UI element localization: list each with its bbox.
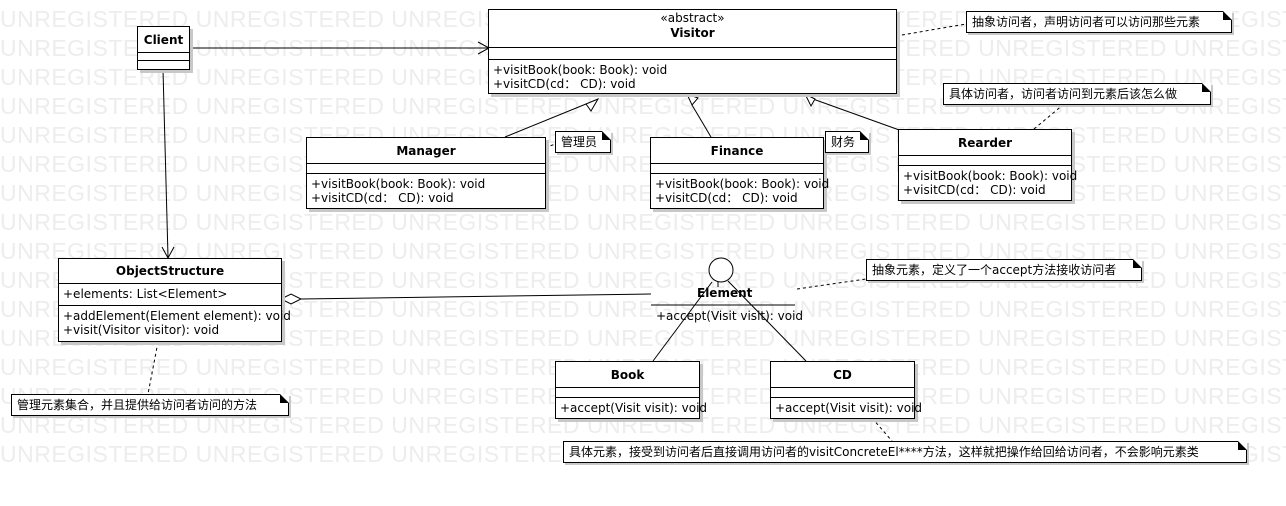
note-anchor-abstract-element xyxy=(796,278,867,290)
class-visitor[interactable]: «abstract» Visitor +visitBook(book: Book… xyxy=(488,9,897,94)
operation: +addElement(Element element): void xyxy=(63,309,291,323)
note-abstract-visitor[interactable]: 抽象访问者，声明访问者可以访问那些元素 xyxy=(966,11,1232,33)
note-anchor-objectstructure xyxy=(147,341,159,395)
operation: +accept(Visit visit): void xyxy=(775,401,923,415)
operation: +accept(Visit visit): void xyxy=(560,401,708,415)
operation: +visitBook(book: Book): void xyxy=(903,169,1078,183)
operation: +visitCD(cd： CD): void xyxy=(655,191,798,205)
operation: +visitCD(cd： CD): void xyxy=(903,183,1046,197)
class-client[interactable]: Client xyxy=(137,26,190,70)
generalization-triangle xyxy=(803,92,816,108)
note-anchor-concrete-element xyxy=(871,417,893,442)
class-name: Book xyxy=(610,368,645,382)
note-concrete-element[interactable]: 具体元素，接受到访问者后直接调用访问者的visitConcreteEl****方… xyxy=(563,441,1247,463)
class-rearder[interactable]: Rearder +visitBook(book: Book): void +vi… xyxy=(898,129,1078,201)
class-name: Finance xyxy=(710,144,764,158)
generalization-manager-visitor[interactable] xyxy=(504,103,587,138)
aggregation-objectstructure-element[interactable] xyxy=(300,293,652,300)
operation: +visitBook(book: Book): void xyxy=(655,177,830,191)
class-stereotype: «abstract» xyxy=(660,11,725,25)
class-name: Rearder xyxy=(957,136,1013,150)
operation: +visitCD(cd： CD): void xyxy=(311,191,454,205)
class-name: Visitor xyxy=(670,26,715,40)
operation: +visitCD(cd： CD): void xyxy=(493,77,636,91)
class-cd[interactable]: CD +accept(Visit visit): void xyxy=(770,361,923,419)
generalization-rearder-visitor[interactable] xyxy=(812,98,903,132)
class-name: Client xyxy=(143,33,184,47)
operation: +visitBook(book: Book): void xyxy=(311,177,486,191)
class-name: ObjectStructure xyxy=(115,264,225,278)
realization-book-element[interactable] xyxy=(652,281,713,362)
generalization-triangle xyxy=(585,97,600,112)
note-anchor-concrete-visitor xyxy=(1033,103,1065,130)
note-manager[interactable]: 管理员 xyxy=(555,131,611,153)
interface-element-operation: +accept(Visit visit): void xyxy=(656,309,804,323)
attribute: +elements: List<Element> xyxy=(63,287,228,301)
generalization-triangle xyxy=(686,93,699,106)
class-finance[interactable]: Finance +visitBook(book: Book): void +vi… xyxy=(650,137,830,209)
note-concrete-visitor[interactable]: 具体访问者，访问者访问到元素后该怎么做 xyxy=(943,83,1211,105)
note-anchor-manager xyxy=(544,143,556,149)
realization-cd-element[interactable] xyxy=(727,280,807,362)
note-object-structure[interactable]: 管理元素集合，并且提供给访问者访问的方法 xyxy=(11,394,289,416)
interface-circle xyxy=(708,257,734,283)
class-name: CD xyxy=(833,368,852,382)
interface-element-name[interactable]: Element xyxy=(697,286,753,300)
operation: +visit(Visitor visitor): void xyxy=(63,323,220,337)
aggregation-diamond xyxy=(279,293,303,305)
generalization-finance-visitor[interactable] xyxy=(691,104,712,138)
note-abstract-element[interactable]: 抽象元素，定义了一个accept方法接收访问者 xyxy=(866,259,1142,281)
association-client-objectstructure[interactable] xyxy=(162,69,169,258)
class-name: Manager xyxy=(396,144,456,158)
class-manager[interactable]: Manager +visitBook(book: Book): void +vi… xyxy=(306,137,546,209)
class-object-structure[interactable]: ObjectStructure +elements: List<Element>… xyxy=(58,258,291,342)
operation: +visitBook(book: Book): void xyxy=(493,63,668,77)
note-finance[interactable]: 财务 xyxy=(825,131,869,153)
note-anchor-abstract-visitor xyxy=(895,23,967,37)
class-book[interactable]: Book +accept(Visit visit): void xyxy=(555,361,708,419)
